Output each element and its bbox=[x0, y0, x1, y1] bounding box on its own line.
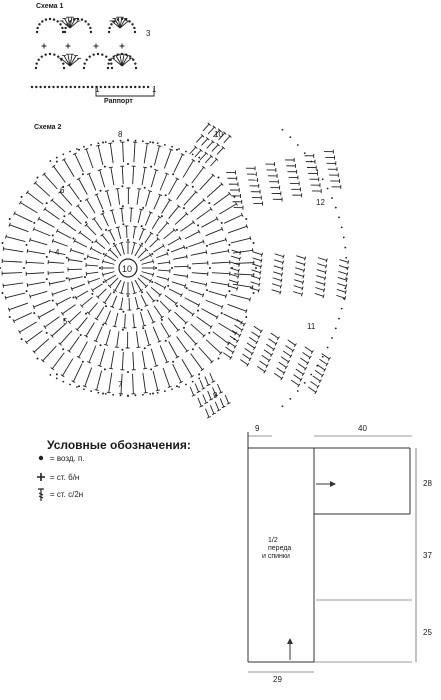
row-number-7: 7 bbox=[118, 380, 123, 389]
single-crochet-icon bbox=[36, 471, 46, 483]
row-number-5: 5 bbox=[63, 317, 68, 326]
pattern-label-3: и спинки bbox=[262, 553, 290, 560]
legend-item-sc: = ст. б/н bbox=[36, 471, 79, 483]
repeat-bracket bbox=[95, 88, 155, 97]
legend-item-dc: = ст. с/2н bbox=[36, 488, 84, 501]
row-number-12: 12 bbox=[316, 198, 325, 207]
row-number-6: 6 bbox=[60, 186, 65, 195]
legend-text-sc: = ст. б/н bbox=[50, 472, 80, 482]
dim-top-left: 9 bbox=[255, 424, 260, 433]
grain-arrow-bottom-head bbox=[287, 638, 293, 644]
scheme1-row-number: 3 bbox=[146, 29, 151, 38]
center-ring bbox=[118, 258, 138, 278]
legend-text-dc: = ст. с/2н bbox=[50, 489, 84, 499]
scheme1-title: Схема 1 bbox=[36, 3, 64, 10]
row-number-4: 4 bbox=[55, 248, 60, 257]
scheme2-title: Схема 2 bbox=[34, 124, 62, 131]
dim-right-bottom: 25 bbox=[423, 628, 432, 637]
legend-title: Условные обозначения: bbox=[47, 438, 191, 452]
row-number-8: 8 bbox=[118, 130, 123, 139]
dim-right-mid: 37 bbox=[423, 551, 432, 560]
scheme1-repeat-label: Раппорт bbox=[104, 98, 133, 105]
legend-item-chain: = возд. п. bbox=[36, 452, 85, 464]
double-crochet-icon bbox=[36, 488, 46, 501]
row-number-10-top: 10 bbox=[214, 130, 223, 139]
pattern-label-1: 1/2 bbox=[268, 537, 278, 544]
row-number-9: 9 bbox=[213, 391, 218, 400]
center-number: 10 bbox=[122, 264, 133, 274]
pattern-label-2: переда bbox=[268, 545, 292, 552]
dim-top-right: 40 bbox=[358, 424, 367, 433]
dim-bottom: 29 bbox=[273, 675, 282, 684]
row-number-11: 11 bbox=[307, 322, 316, 331]
dim-right-top: 28 bbox=[423, 479, 432, 488]
scheme1-left-number: 1 bbox=[95, 85, 100, 94]
legend-text-chain: = возд. п. bbox=[50, 453, 85, 463]
grain-arrow-top-head bbox=[330, 481, 336, 487]
chain-stitch-icon bbox=[36, 452, 46, 464]
